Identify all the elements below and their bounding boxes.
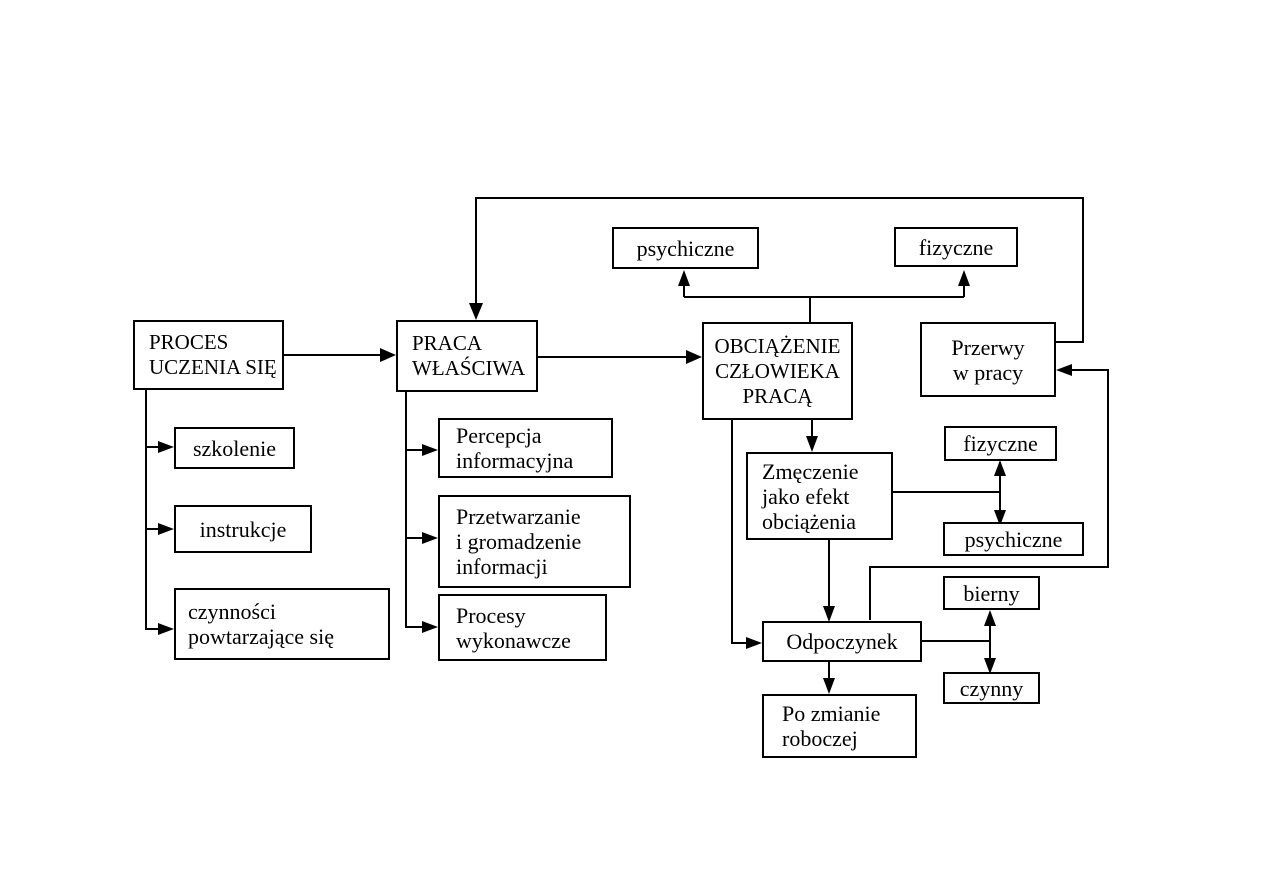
- feedback-loop-przerwy-to-praca: [475, 197, 1084, 343]
- node-line: w pracy: [952, 359, 1024, 385]
- node-zmeczenie: Zmęczenie jako efekt obciążenia: [746, 452, 893, 540]
- node-line: psychiczne: [964, 526, 1063, 552]
- node-line: instrukcje: [199, 516, 287, 542]
- arrowhead-obciazenie: [686, 350, 702, 364]
- node-praca-wlasciwa: PRACA WŁAŚCIWA: [396, 320, 538, 392]
- node-line: powtarzające się: [188, 624, 334, 649]
- node-line: OBCIĄŻENIE: [714, 333, 841, 358]
- node-po-zmianie-roboczej: Po zmianie roboczej: [762, 694, 917, 758]
- node-line: czynny: [959, 675, 1024, 701]
- node-line: i gromadzenie: [456, 529, 582, 554]
- node-line: Odpoczynek: [786, 629, 898, 654]
- node-line: WŁAŚCIWA: [412, 356, 526, 380]
- node-line: CZŁOWIEKA: [715, 358, 840, 383]
- node-percepcja: Percepcja informacyjna: [438, 418, 613, 478]
- node-line: Zmęczenie: [762, 458, 859, 484]
- node-obciazenie: OBCIĄŻENIE CZŁOWIEKA PRACĄ: [702, 322, 853, 420]
- node-line: psychiczne: [636, 235, 735, 261]
- node-line: informacyjna: [456, 448, 574, 473]
- node-przerwy-w-pracy: Przerwy w pracy: [920, 322, 1056, 397]
- node-fizyczne-right: fizyczne: [944, 426, 1057, 461]
- node-line: obciążenia: [762, 508, 857, 534]
- node-line: Po zmianie: [782, 701, 881, 726]
- node-line: informacji: [456, 554, 548, 579]
- node-line: fizyczne: [963, 431, 1038, 456]
- node-line: Percepcja: [456, 423, 542, 448]
- node-psychiczne-top: psychiczne: [612, 227, 759, 269]
- node-line: UCZENIA SIĘ: [149, 355, 277, 379]
- node-line: szkolenie: [192, 435, 277, 461]
- node-czynny: czynny: [943, 672, 1040, 704]
- node-line: czynności: [188, 599, 276, 624]
- node-line: jako efekt: [762, 483, 850, 509]
- node-psychiczne-right: psychiczne: [943, 522, 1084, 556]
- node-line: PRACA: [412, 331, 483, 355]
- node-line: Przerwy: [951, 334, 1025, 360]
- node-instrukcje: instrukcje: [174, 505, 312, 553]
- node-fizyczne-top: fizyczne: [894, 227, 1018, 267]
- arrowhead-praca: [380, 348, 396, 362]
- node-line: PRACĄ: [742, 383, 813, 408]
- node-procesy-wykonawcze: Procesy wykonawcze: [438, 594, 607, 661]
- node-szkolenie: szkolenie: [174, 427, 295, 469]
- node-odpoczynek: Odpoczynek: [762, 621, 922, 662]
- node-line: bierny: [963, 580, 1020, 606]
- node-przetwarzanie: Przetwarzanie i gromadzenie informacji: [438, 495, 631, 588]
- node-line: roboczej: [782, 726, 858, 751]
- node-line: Procesy: [456, 602, 526, 628]
- node-line: fizyczne: [918, 234, 994, 260]
- node-line: wykonawcze: [456, 627, 571, 653]
- node-czynnosci: czynności powtarzające się: [174, 588, 390, 660]
- node-line: Przetwarzanie: [456, 504, 581, 529]
- node-bierny: bierny: [943, 576, 1040, 610]
- node-line: PROCES: [149, 330, 229, 354]
- node-proces-uczenia: PROCES UCZENIA SIĘ: [133, 320, 284, 390]
